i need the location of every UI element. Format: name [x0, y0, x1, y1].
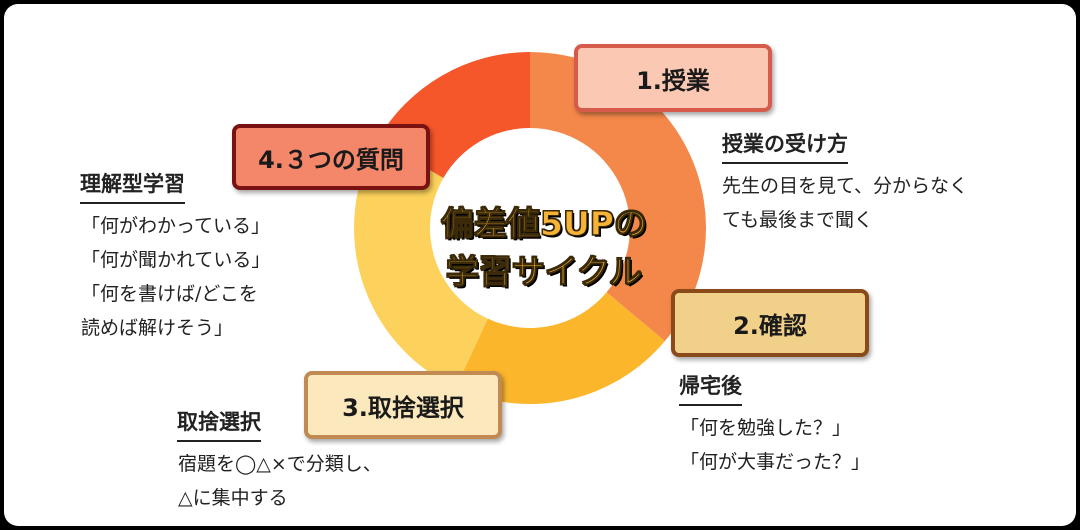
step-3-box: 3.取捨選択: [304, 371, 502, 439]
step-3-description: 宿題を◯△×で分類し、 △に集中する: [178, 447, 382, 515]
step-1-description-line-2: ても最後まで聞く: [722, 209, 874, 231]
ring-segment-2: [455, 292, 665, 404]
step-1-description: 先生の目を見て、分からなく ても最後まで聞く: [722, 169, 968, 237]
diagram-canvas: 偏差値5UPの 学習サイクル 1.授業 授業の受け方 先生の目を見て、分からなく…: [4, 4, 1076, 526]
step-2-description-line-2: 「何が大事だった？」: [680, 451, 871, 473]
cycle-title: 偏差値5UPの 学習サイクル: [364, 200, 724, 296]
step-2-description: 「何を勉強した？」 「何が大事だった？」: [680, 411, 870, 479]
step-2-box: 2.確認: [671, 289, 869, 357]
step-2-heading: 帰宅後: [679, 370, 742, 406]
step-2-description-line-1: 「何を勉強した？」: [680, 417, 852, 439]
step-1-box: 1.授業: [574, 44, 772, 112]
ring-segment-3: [354, 140, 488, 388]
step-4-description-line-4: 読めば解けそう」: [81, 317, 234, 339]
step-1-heading: 授業の受け方: [722, 128, 848, 164]
step-4-description: 「何がわかっている」 「何が聞かれている」 「何を書けば/どこを 読めば解けそう…: [81, 209, 270, 345]
cycle-title-line-2: 学習サイクル: [445, 252, 643, 292]
step-1-description-line-1: 先生の目を見て、分からなく: [722, 175, 969, 197]
step-3-description-line-1: 宿題を◯△×で分類し、: [178, 453, 382, 475]
ring-segment-1: [530, 52, 706, 342]
step-4-description-line-1: 「何がわかっている」: [81, 215, 271, 237]
cycle-title-line-1: 偏差値5UPの: [441, 204, 648, 244]
step-4-box: 4.３つの質問: [232, 124, 430, 190]
step-4-description-line-3: 「何を書けば/どこを: [81, 283, 258, 305]
step-3-heading: 取捨選択: [177, 406, 261, 442]
step-3-description-line-2: △に集中する: [178, 487, 288, 509]
step-4-description-line-2: 「何が聞かれている」: [81, 249, 271, 271]
step-4-heading: 理解型学習: [80, 168, 185, 204]
